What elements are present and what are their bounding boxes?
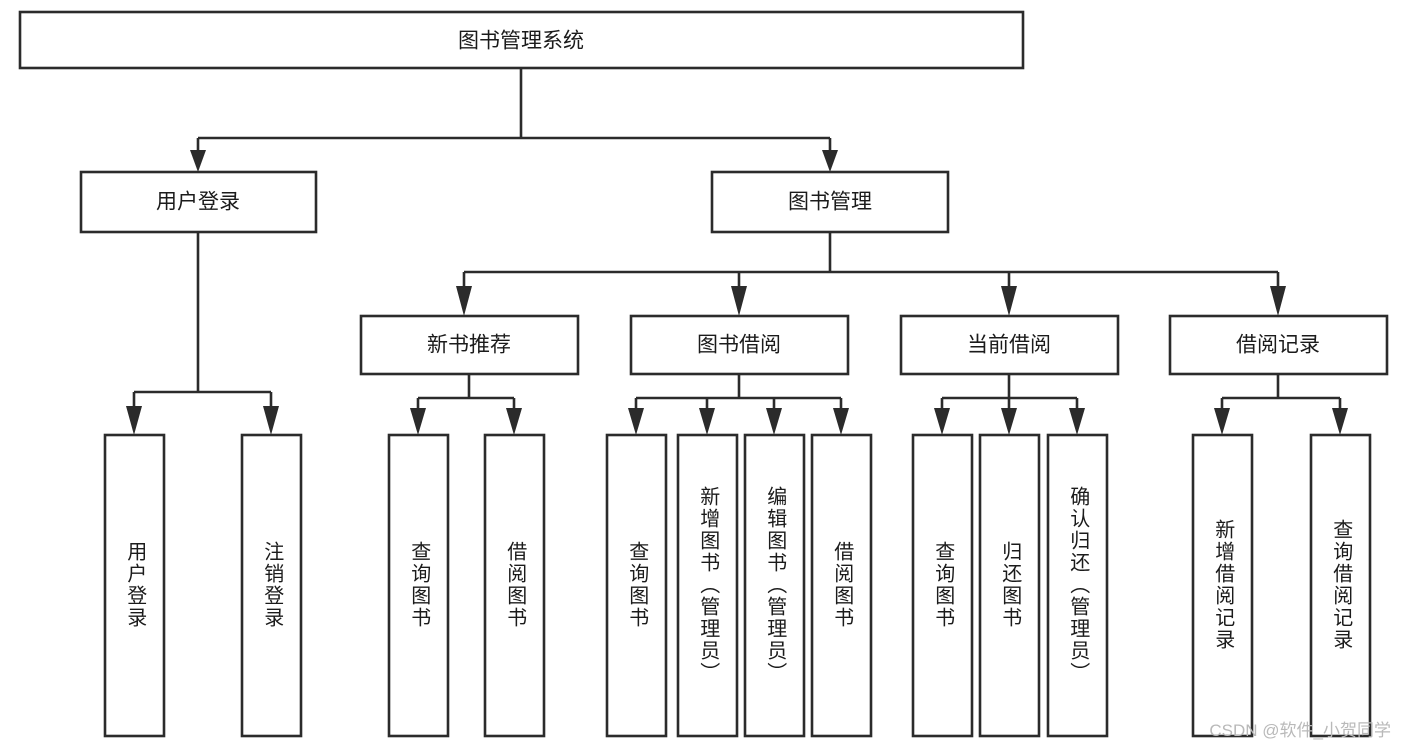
leaf-user-login-login[interactable]: 用户登录 xyxy=(103,433,166,738)
node-book-borrow-label: 图书借阅 xyxy=(697,334,781,357)
connector-bookmgmt-to-level3 xyxy=(456,232,1286,316)
connector-userlogin-to-leaves xyxy=(126,232,279,435)
leaf-book-borrow-edit[interactable]: 编辑图书（管理员） xyxy=(743,433,806,738)
leaf-current-borrow-confirm-return[interactable]: 确认归还（管理员） xyxy=(1046,433,1109,738)
node-user-login-label: 用户登录 xyxy=(156,191,240,214)
csdn-watermark: CSDN @软件_小贺同学 xyxy=(1209,721,1391,740)
node-book-management-label: 图书管理 xyxy=(788,191,872,214)
leaf-new-book-query[interactable]: 查询图书 xyxy=(387,433,450,738)
leaf-new-book-borrow[interactable]: 借阅图书 xyxy=(483,433,546,738)
leaf-borrow-record-add-label: 新增借阅记录 xyxy=(1212,519,1235,651)
leaf-borrow-record-query-label: 查询借阅记录 xyxy=(1330,519,1353,651)
connector-borrowrecord-to-leaves xyxy=(1214,374,1348,435)
leaf-current-borrow-confirm-return-label: 确认归还（管理员） xyxy=(1067,486,1090,684)
node-current-borrow-label: 当前借阅 xyxy=(967,334,1051,357)
leaf-book-borrow-query-label: 查询图书 xyxy=(626,541,649,629)
leaf-borrow-record-add[interactable]: 新增借阅记录 xyxy=(1191,433,1254,738)
leaf-user-login-logout-label: 注销登录 xyxy=(261,541,284,629)
connector-currentborrow-to-leaves xyxy=(934,374,1085,435)
leaf-book-borrow-add-label: 新增图书（管理员） xyxy=(697,486,720,684)
leaf-borrow-record-query[interactable]: 查询借阅记录 xyxy=(1309,433,1372,738)
connector-bookborrow-to-leaves xyxy=(628,374,849,435)
leaf-user-login-login-label: 用户登录 xyxy=(124,541,147,629)
node-current-borrow[interactable]: 当前借阅 xyxy=(899,314,1120,376)
leaf-book-borrow-borrow-label: 借阅图书 xyxy=(831,541,854,629)
node-new-book-recommend[interactable]: 新书推荐 xyxy=(359,314,580,376)
leaf-book-borrow-edit-label: 编辑图书（管理员） xyxy=(764,486,787,684)
node-new-book-recommend-label: 新书推荐 xyxy=(427,334,511,357)
leaf-book-borrow-add[interactable]: 新增图书（管理员） xyxy=(676,433,739,738)
leaf-book-borrow-query[interactable]: 查询图书 xyxy=(605,433,668,738)
node-user-login[interactable]: 用户登录 xyxy=(79,170,318,234)
node-root-book-management-system[interactable]: 图书管理系统 xyxy=(18,10,1025,70)
node-book-borrow[interactable]: 图书借阅 xyxy=(629,314,850,376)
leaf-user-login-logout[interactable]: 注销登录 xyxy=(240,433,303,738)
connector-newbook-to-leaves xyxy=(410,374,522,435)
leaf-book-borrow-borrow[interactable]: 借阅图书 xyxy=(810,433,873,738)
node-borrow-record-label: 借阅记录 xyxy=(1236,334,1320,357)
connector-root-to-level2 xyxy=(190,68,838,172)
node-book-management[interactable]: 图书管理 xyxy=(710,170,950,234)
node-borrow-record[interactable]: 借阅记录 xyxy=(1168,314,1389,376)
leaf-new-book-borrow-label: 借阅图书 xyxy=(504,541,527,629)
leaf-current-borrow-query[interactable]: 查询图书 xyxy=(911,433,974,738)
leaf-new-book-query-label: 查询图书 xyxy=(408,541,431,629)
leaf-current-borrow-return-label: 归还图书 xyxy=(999,541,1022,629)
leaf-current-borrow-query-label: 查询图书 xyxy=(932,541,955,629)
leaf-current-borrow-return[interactable]: 归还图书 xyxy=(978,433,1041,738)
node-root-label: 图书管理系统 xyxy=(458,30,584,53)
